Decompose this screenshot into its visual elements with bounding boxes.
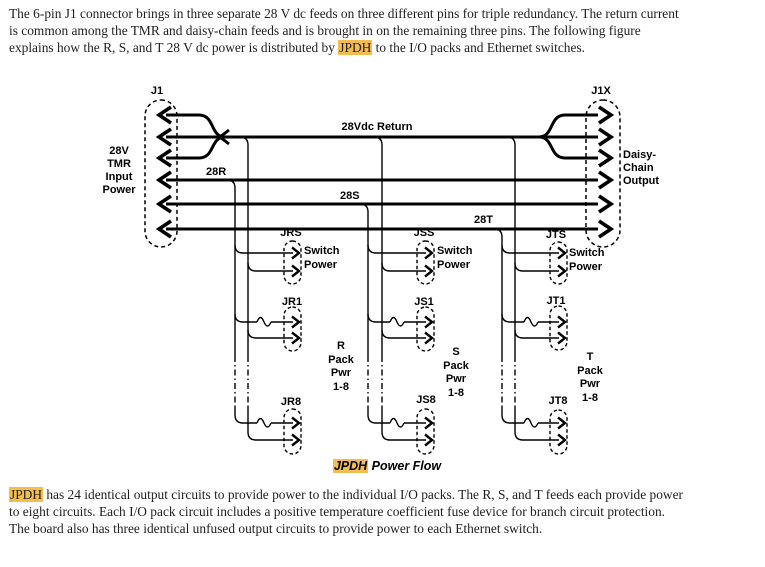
intro-line-2: is common among the TMR and daisy-chain … bbox=[9, 23, 641, 38]
jt1-fuse bbox=[523, 316, 559, 327]
outro-line-1: JPDH has 24 identical output circuits to… bbox=[9, 486, 683, 503]
js8-label: JS8 bbox=[416, 394, 436, 406]
s-feed-branch bbox=[359, 203, 426, 428]
jts-connector-outline bbox=[549, 241, 568, 285]
jt8-label: JT8 bbox=[548, 395, 568, 407]
jt1-label: JT1 bbox=[546, 295, 566, 307]
tmr-input-power-label: 28V TMR Input Power bbox=[102, 145, 136, 196]
jr1-fuse bbox=[256, 316, 293, 327]
t-pack-pwr-label: T Pack Pwr 1-8 bbox=[577, 351, 603, 404]
j1x-pin-arrows bbox=[598, 105, 615, 239]
t-switch-power-label: Switch Power bbox=[569, 247, 605, 273]
jrs-label: JRS bbox=[280, 227, 302, 239]
connector-outlines bbox=[144, 99, 621, 455]
intro-line3-post: to the I/O packs and Ethernet switches. bbox=[372, 40, 585, 55]
js8-fuse bbox=[389, 417, 426, 428]
js1-connector-outline bbox=[416, 306, 435, 352]
r-return-branch bbox=[239, 136, 293, 441]
t-return-branch bbox=[506, 136, 559, 441]
jr1-connector-outline bbox=[283, 306, 302, 352]
j1x-label: J1X bbox=[591, 85, 611, 97]
caption-rest: Power Flow bbox=[368, 459, 442, 473]
return-bus-label: 28Vdc Return bbox=[341, 121, 413, 133]
js1-fuse bbox=[389, 316, 426, 327]
intro-line-1: The 6-pin J1 connector brings in three s… bbox=[9, 6, 679, 21]
outro-jpdh-highlight: JPDH bbox=[9, 487, 43, 502]
outro-line1-post: has 24 identical output circuits to prov… bbox=[43, 487, 683, 502]
jrs-connector-outline bbox=[283, 240, 302, 285]
jt1-connector-outline bbox=[549, 305, 568, 351]
jss-connector-outline bbox=[416, 240, 435, 285]
r-feed-branch bbox=[226, 179, 293, 428]
jr8-label: JR8 bbox=[280, 396, 302, 408]
jss-label: JSS bbox=[413, 227, 435, 239]
jts-label: JTS bbox=[545, 229, 567, 241]
figure-caption: JPDH Power Flow bbox=[287, 459, 487, 473]
j1x-connector-outline bbox=[585, 99, 621, 248]
intro-line-3: explains how the R, S, and T 28 V dc pow… bbox=[9, 39, 585, 56]
outro-line-2: to eight circuits. Each I/O pack circuit… bbox=[9, 504, 665, 519]
pill-arrows bbox=[291, 246, 567, 447]
jr1-label: JR1 bbox=[281, 296, 303, 308]
jt8-connector-outline bbox=[549, 409, 568, 455]
jr8-fuse bbox=[256, 417, 293, 428]
daisy-chain-output-label: Daisy- Chain Output bbox=[623, 149, 660, 187]
return-merge-arrow bbox=[217, 128, 230, 146]
js8-connector-outline bbox=[416, 408, 435, 455]
r-pack-pwr-label: R Pack Pwr 1-8 bbox=[328, 340, 354, 393]
j1-pin-arrows bbox=[155, 105, 230, 239]
s-return-branch bbox=[373, 136, 426, 441]
outro-line-3: The board also has three identical unfus… bbox=[9, 521, 543, 536]
j1-label: J1 bbox=[150, 85, 164, 97]
jt8-fuse bbox=[523, 417, 559, 428]
28s-bus-label: 28S bbox=[340, 190, 360, 202]
jpdh-highlight: JPDH bbox=[338, 40, 373, 55]
caption-jpdh-highlight: JPDH bbox=[332, 459, 369, 473]
intro-line3-pre: explains how the R, S, and T 28 V dc pow… bbox=[9, 40, 339, 55]
jr8-connector-outline bbox=[283, 408, 302, 455]
r-switch-power-label: Switch Power bbox=[304, 245, 340, 271]
28t-bus-label: 28T bbox=[474, 214, 493, 226]
s-pack-pwr-label: S Pack Pwr 1-8 bbox=[443, 346, 469, 399]
28r-bus-label: 28R bbox=[206, 166, 227, 178]
js1-label: JS1 bbox=[414, 296, 434, 308]
j1-connector-outline bbox=[144, 99, 178, 248]
s-switch-power-label: Switch Power bbox=[437, 245, 473, 271]
t-feed-branch bbox=[493, 228, 559, 428]
